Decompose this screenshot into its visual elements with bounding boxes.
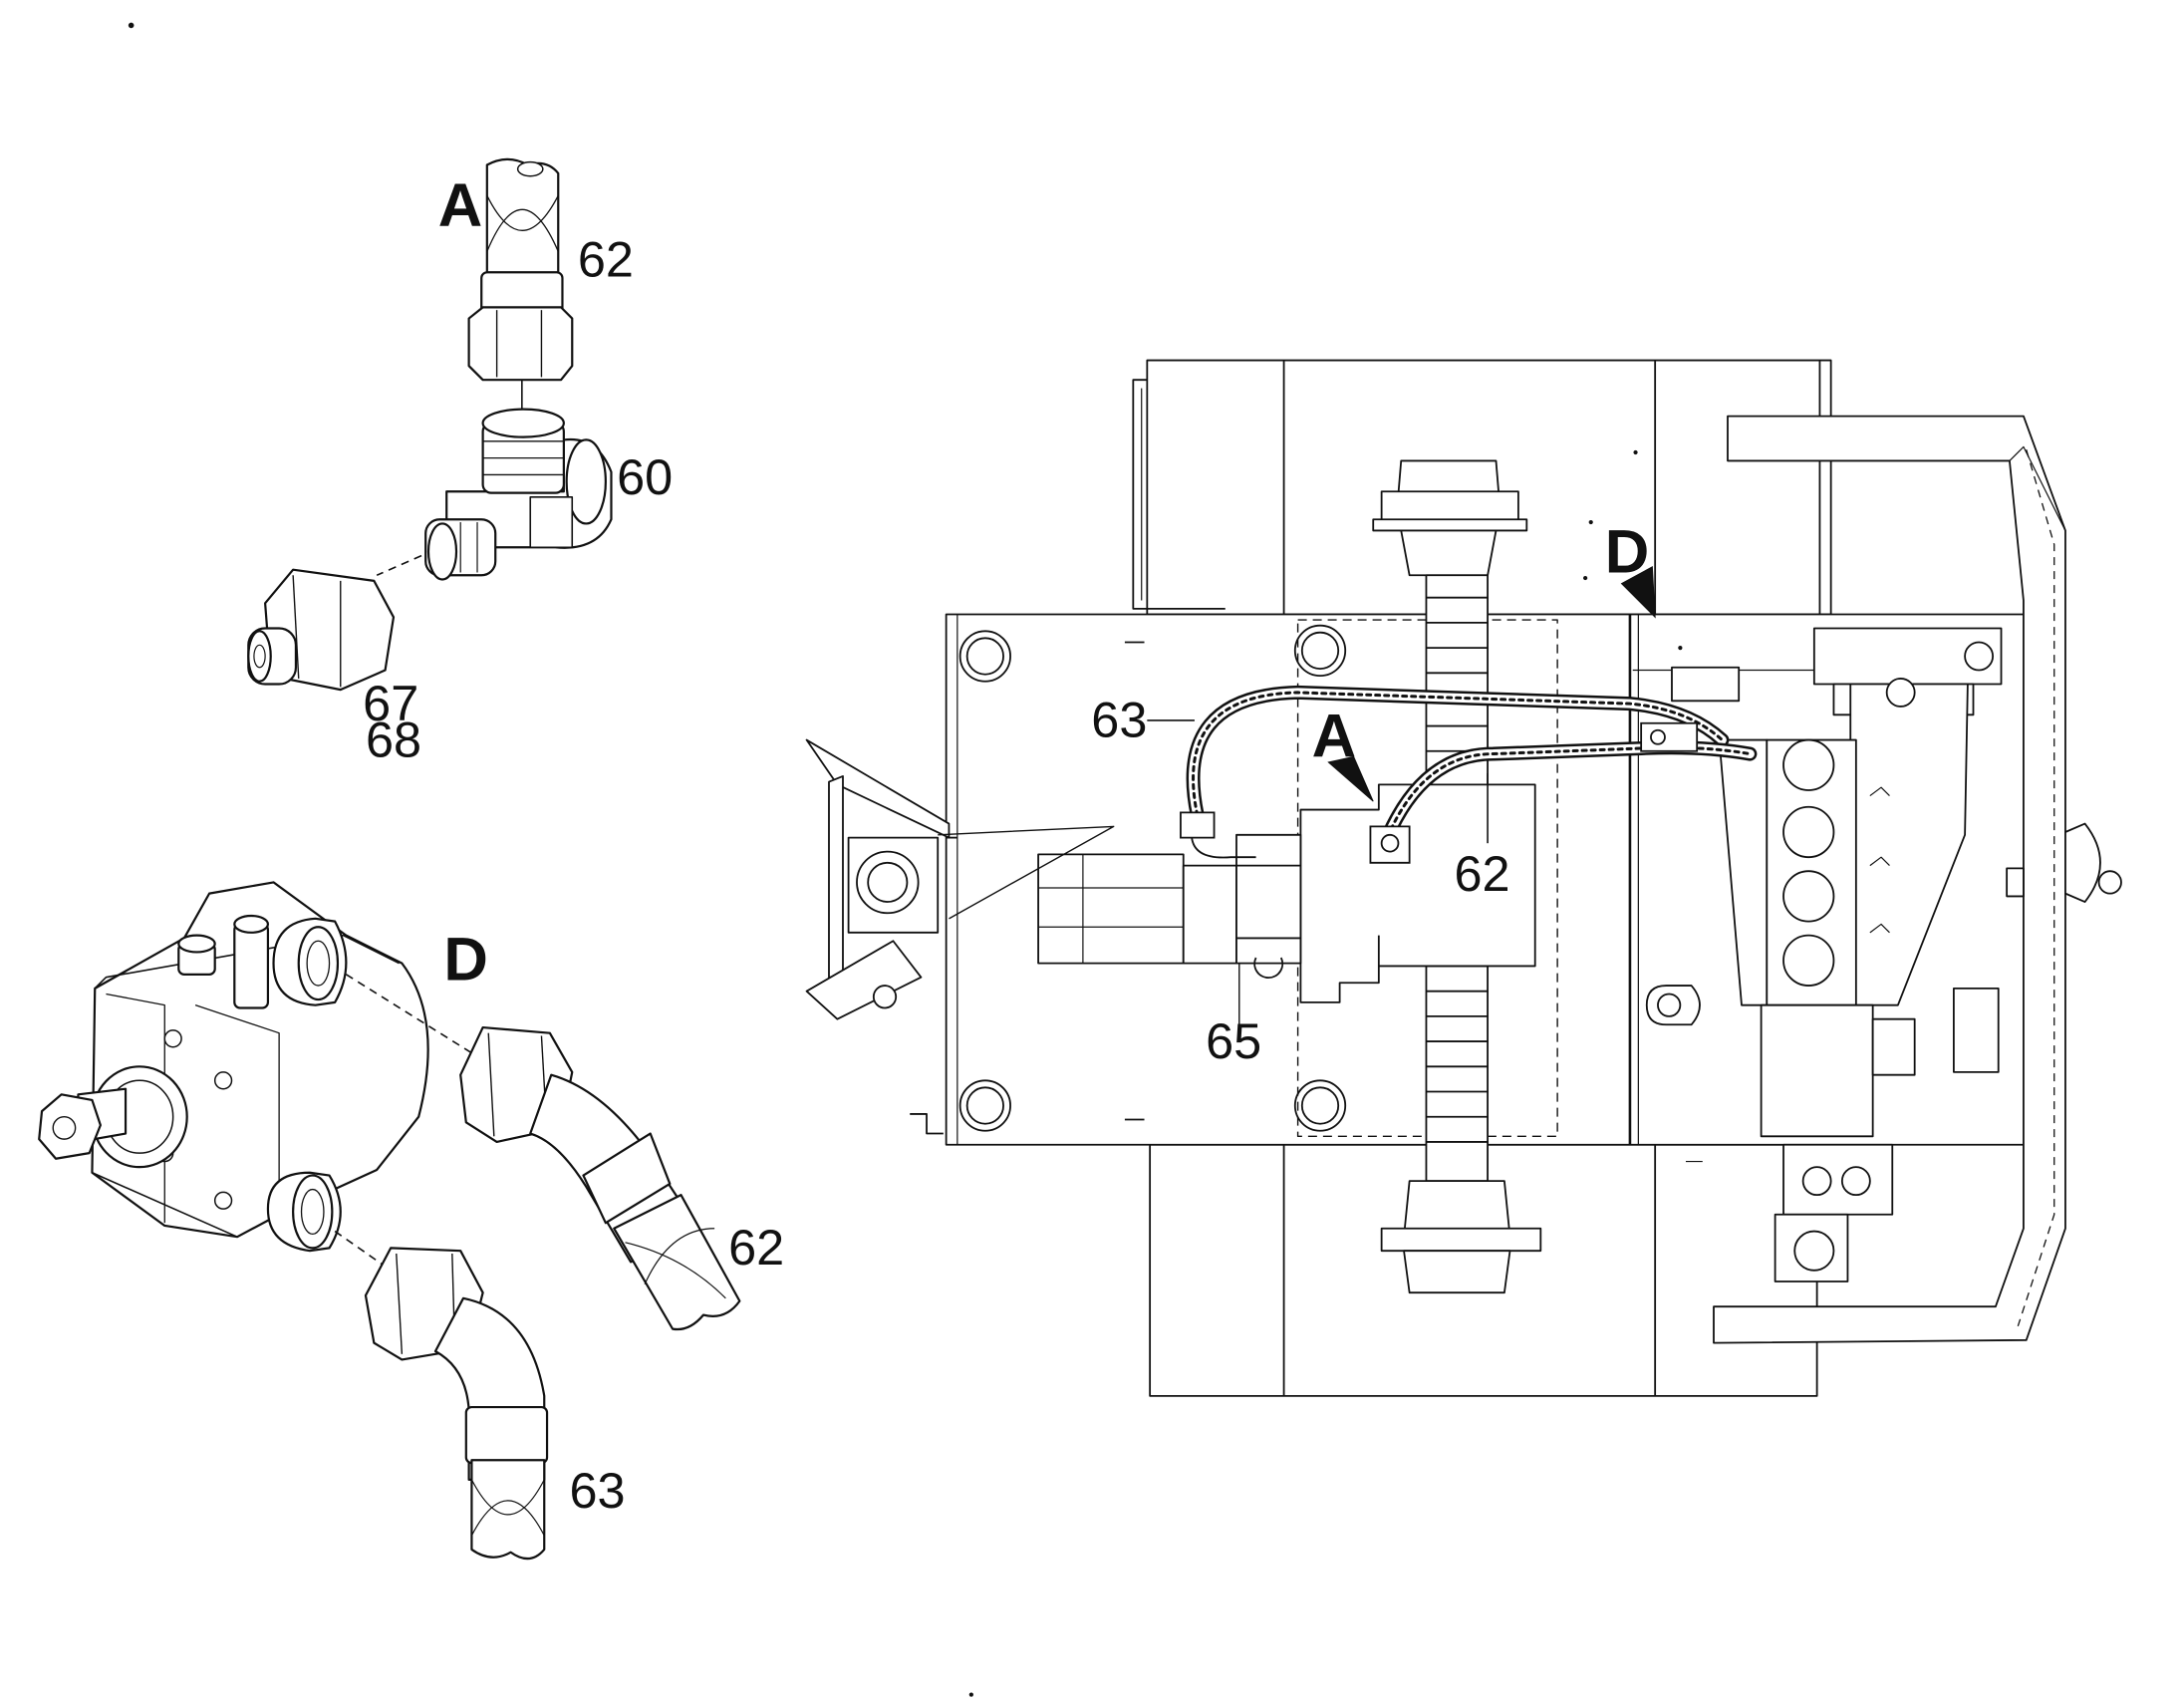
screw-shaft bbox=[1373, 460, 1540, 1292]
callout-labels: A 62 60 67 68 D 62 63 63 A 62 65 D bbox=[363, 171, 1649, 1519]
adapter-67-68 bbox=[248, 570, 394, 690]
label-detail-a-67: 67 bbox=[363, 675, 418, 731]
label-detail-a-60: 60 bbox=[617, 448, 673, 505]
pump-body bbox=[39, 882, 427, 1251]
label-main-62: 62 bbox=[1454, 845, 1509, 902]
label-main-63: 63 bbox=[1091, 692, 1147, 748]
roller-stack bbox=[1720, 740, 1890, 1005]
leader-lines bbox=[1147, 720, 1488, 1033]
main-assembly bbox=[807, 361, 2121, 1396]
label-detail-d: D bbox=[443, 925, 488, 994]
carriage-block bbox=[1300, 784, 1534, 1001]
detail-a bbox=[248, 159, 611, 690]
motor-unit bbox=[1038, 835, 1300, 964]
label-detail-a-68: 68 bbox=[366, 711, 421, 767]
label-detail-d-62: 62 bbox=[728, 1219, 784, 1276]
detail-d-arrow bbox=[1622, 567, 1656, 617]
label-detail-d-63: 63 bbox=[569, 1462, 625, 1519]
label-main-a: A bbox=[1312, 702, 1357, 770]
hose-fittings bbox=[1181, 723, 1697, 863]
hose-63-detail-d bbox=[366, 1248, 547, 1559]
gear-motor bbox=[1647, 986, 1999, 1281]
detail-a-arrow bbox=[1328, 756, 1373, 801]
label-detail-a: A bbox=[438, 171, 483, 240]
label-detail-a-62: 62 bbox=[578, 231, 634, 288]
detail-d bbox=[39, 882, 739, 1559]
label-main-65: 65 bbox=[1206, 1012, 1261, 1069]
tee-fitting-60 bbox=[425, 410, 611, 580]
hose-62-detail-a bbox=[469, 159, 573, 380]
hose-62-detail-d bbox=[460, 1027, 739, 1329]
mounting-holes bbox=[960, 626, 1346, 1131]
main-hoses bbox=[1194, 693, 1751, 838]
left-chute bbox=[807, 740, 1114, 1134]
specks bbox=[128, 22, 1683, 1697]
label-main-d: D bbox=[1605, 517, 1650, 586]
